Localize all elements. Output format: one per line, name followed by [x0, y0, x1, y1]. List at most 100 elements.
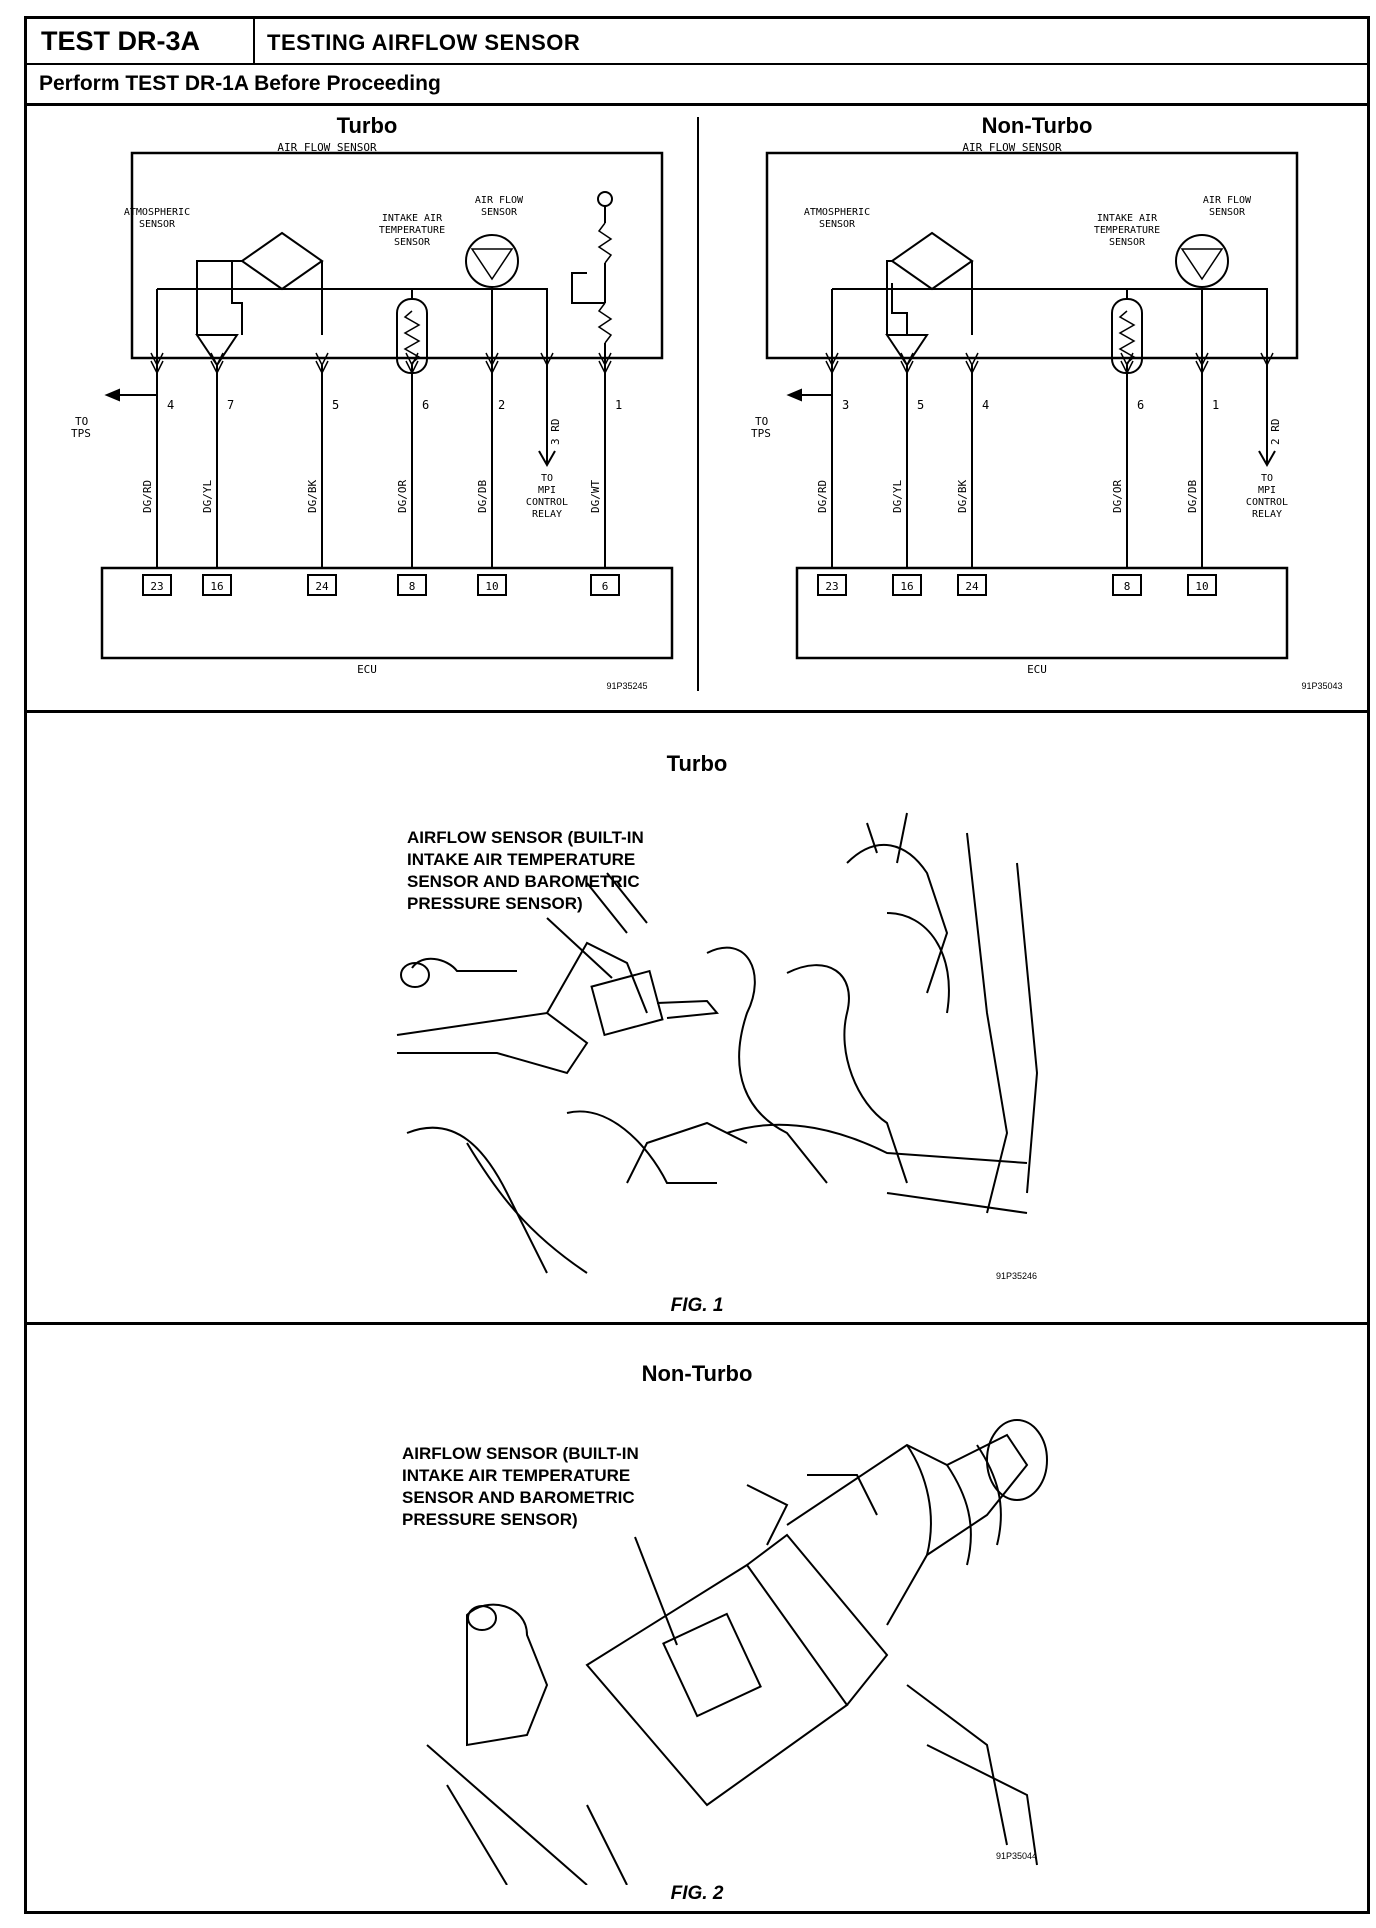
header-row: TEST DR-3A TESTING AIRFLOW SENSOR: [27, 19, 1367, 65]
nonturbo-box-label: AIR FLOW SENSOR: [962, 141, 1062, 154]
fig2-callout-2: INTAKE AIR TEMPERATURE: [402, 1466, 630, 1485]
page-frame: TEST DR-3A TESTING AIRFLOW SENSOR Perfor…: [24, 16, 1370, 1914]
nonturbo-pin: 1: [1212, 398, 1219, 412]
fig1-code: 91P35246: [996, 1271, 1037, 1281]
fig1-title: Turbo: [666, 751, 728, 776]
nonturbo-wire: DG/RD: [816, 480, 829, 513]
turbo-wire: DG/YL: [201, 480, 214, 513]
turbo-pin: 7: [227, 398, 234, 412]
turbo-atm-label-2: SENSOR: [139, 219, 176, 230]
nonturbo-intake-temp-sensor: [1111, 298, 1143, 374]
nonturbo-amplifier: [885, 334, 929, 367]
turbo-ecu-pin: 8: [409, 580, 416, 593]
fig1-callout-4: PRESSURE SENSOR): [407, 894, 583, 913]
turbo-mpi-3: CONTROL: [526, 497, 568, 508]
nonturbo-mpi-2: MPI: [1258, 485, 1276, 496]
nonturbo-mpi-3: CONTROL: [1246, 497, 1288, 508]
turbo-pin: 1: [615, 398, 622, 412]
nonturbo-sensor-box: [765, 151, 1299, 360]
nonturbo-to-tps-2: TPS: [751, 427, 771, 440]
fig2-callout-3: SENSOR AND BAROMETRIC: [402, 1488, 635, 1507]
turbo-ecu-pin: 6: [602, 580, 609, 593]
nonturbo-ecu-label: ECU: [1027, 663, 1047, 676]
turbo-afs-label-2: SENSOR: [481, 207, 518, 218]
nonturbo-ecu-box: [795, 566, 1289, 660]
fig1-caption: FIG. 1: [670, 1295, 724, 1316]
nonturbo-pin: 3: [842, 398, 849, 412]
turbo-ecu-label: ECU: [357, 663, 377, 676]
nonturbo-ecu-pin: 16: [900, 580, 913, 593]
test-id: TEST DR-3A: [27, 19, 255, 63]
turbo-mpi-2: MPI: [538, 485, 556, 496]
nonturbo-wire: DG/DB: [1186, 480, 1199, 513]
nonturbo-ecu-pin: 24: [965, 580, 979, 593]
turbo-wire: DG/BK: [306, 480, 319, 513]
turbo-bridge: [240, 231, 324, 291]
turbo-to-tps-1: TO: [75, 415, 88, 428]
fig1-section: Turbo AIRFLOW SENSOR (BUILT-IN INTAKE AI…: [27, 713, 1367, 1325]
wiring-diagrams: Turbo AIR FLOW SENSOR ATMOSPHERIC SENSOR…: [71, 113, 1343, 691]
turbo-mpi-4: RELAY: [532, 509, 562, 520]
fig2-caption: FIG. 2: [670, 1883, 724, 1904]
nonturbo-wire: DG/OR: [1111, 480, 1124, 513]
nonturbo-wire: DG/BK: [956, 480, 969, 513]
turbo-atm-label-1: ATMOSPHERIC: [124, 207, 190, 218]
fig2-callout-1: AIRFLOW SENSOR (BUILT-IN: [402, 1444, 639, 1463]
nonturbo-afs-label-1: AIR FLOW: [1203, 195, 1252, 206]
fig1-callout-3: SENSOR AND BAROMETRIC: [407, 872, 640, 891]
nonturbo-pin: 4: [982, 398, 989, 412]
turbo-mpi-1: TO: [541, 473, 553, 484]
turbo-pin: 5: [332, 398, 339, 412]
turbo-ecu-pin: 10: [485, 580, 498, 593]
nonturbo-pin: 2 RD: [1269, 419, 1282, 446]
nonturbo-atm-label-2: SENSOR: [819, 219, 856, 230]
fig2-title: Non-Turbo: [641, 1361, 753, 1386]
nonturbo-pin: 6: [1137, 398, 1144, 412]
fig1-illustration: AIRFLOW SENSOR (BUILT-IN INTAKE AIR TEMP…: [396, 812, 1039, 1281]
fig2-illustration: AIRFLOW SENSOR (BUILT-IN INTAKE AIR TEMP…: [402, 1419, 1048, 1885]
fig2-code: 91P35044: [996, 1851, 1037, 1861]
turbo-intake-label-2: TEMPERATURE: [379, 225, 445, 236]
turbo-intake-label-1: INTAKE AIR: [382, 213, 443, 224]
turbo-amplifier: [195, 334, 239, 367]
fig1-callout-1: AIRFLOW SENSOR (BUILT-IN: [407, 828, 644, 847]
nonturbo-intake-label-3: SENSOR: [1109, 237, 1146, 248]
turbo-wire: DG/WT: [589, 480, 602, 513]
turbo-intake-temp-sensor: [396, 298, 428, 374]
turbo-pin: 6: [422, 398, 429, 412]
nonturbo-afs-label-2: SENSOR: [1209, 207, 1246, 218]
nonturbo-mpi-1: TO: [1261, 473, 1273, 484]
nonturbo-wire: DG/YL: [891, 480, 904, 513]
nonturbo-mpi-4: RELAY: [1252, 509, 1282, 520]
fig2-callout-4: PRESSURE SENSOR): [402, 1510, 578, 1529]
nonturbo-intake-label-1: INTAKE AIR: [1097, 213, 1158, 224]
turbo-ecu-pin: 16: [210, 580, 223, 593]
turbo-pin: 3 RD: [549, 419, 562, 446]
turbo-afs-label-1: AIR FLOW: [475, 195, 524, 206]
nonturbo-atm-label-1: ATMOSPHERIC: [804, 207, 870, 218]
turbo-intake-label-3: SENSOR: [394, 237, 431, 248]
wiring-section: Turbo AIR FLOW SENSOR ATMOSPHERIC SENSOR…: [27, 103, 1367, 713]
nonturbo-intake-label-2: TEMPERATURE: [1094, 225, 1160, 236]
nonturbo-ecu-pin: 10: [1195, 580, 1208, 593]
turbo-ecu-box: [100, 566, 674, 660]
turbo-ecu-pin: 23: [150, 580, 163, 593]
turbo-fig-code: 91P35245: [606, 681, 647, 691]
turbo-wire: DG/OR: [396, 480, 409, 513]
turbo-box-label: AIR FLOW SENSOR: [277, 141, 377, 154]
nonturbo-bridge: [890, 231, 974, 291]
prerequisite-note: Perform TEST DR-1A Before Proceeding: [27, 63, 1367, 106]
turbo-pin: 4: [167, 398, 174, 412]
nonturbo-ecu-pin: 8: [1124, 580, 1131, 593]
nonturbo-fig-code: 91P35043: [1301, 681, 1342, 691]
turbo-ecu-pin: 24: [315, 580, 329, 593]
fig2-section: Non-Turbo AIRFLOW SENSOR (BUILT-IN INTAK…: [27, 1325, 1367, 1914]
turbo-to-tps-2: TPS: [71, 427, 91, 440]
turbo-pin: 2: [498, 398, 505, 412]
test-title: TESTING AIRFLOW SENSOR: [267, 30, 581, 55]
nonturbo-pin: 5: [917, 398, 924, 412]
nonturbo-to-tps-1: TO: [755, 415, 768, 428]
nonturbo-ecu-pin: 23: [825, 580, 838, 593]
nonturbo-diagram-title: Non-Turbo: [982, 113, 1093, 138]
turbo-wire: DG/RD: [141, 480, 154, 513]
